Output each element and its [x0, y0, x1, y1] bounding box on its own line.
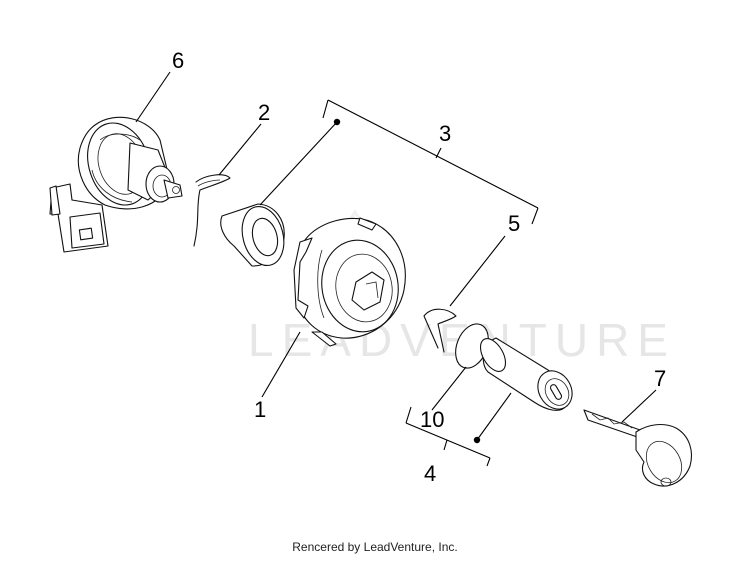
leader-line-10: [431, 366, 467, 411]
leader-line-1: [261, 331, 301, 398]
callout-5: 5: [508, 211, 520, 236]
leader-line-6: [135, 71, 171, 123]
part-2-spring-clip: [193, 174, 231, 247]
part-7-key: [583, 409, 693, 487]
part-4-lock-cylinder: [479, 337, 573, 411]
leader-line-2: [218, 123, 262, 176]
callout-10: 10: [420, 407, 444, 432]
leader-line-3: [259, 121, 338, 206]
callout-6: 6: [172, 48, 184, 73]
bracket-3: [322, 99, 539, 225]
footer-credit: Rencered by LeadVenture, Inc.: [292, 540, 458, 554]
callout-1: 1: [254, 397, 266, 422]
callout-4: 4: [424, 461, 436, 486]
callout-3: 3: [439, 121, 451, 146]
callout-2: 2: [258, 100, 270, 125]
callout-7: 7: [654, 366, 666, 391]
part-1-lock-housing: [293, 217, 406, 347]
part-3-bushing: [220, 203, 285, 267]
leader-line-5: [449, 235, 506, 307]
leader-line-7: [621, 389, 657, 423]
part-5-retaining-clip: [423, 308, 457, 353]
leader-line-4: [476, 392, 512, 441]
part-6-ignition-switch: [49, 116, 183, 253]
bracket-4: [405, 406, 491, 467]
